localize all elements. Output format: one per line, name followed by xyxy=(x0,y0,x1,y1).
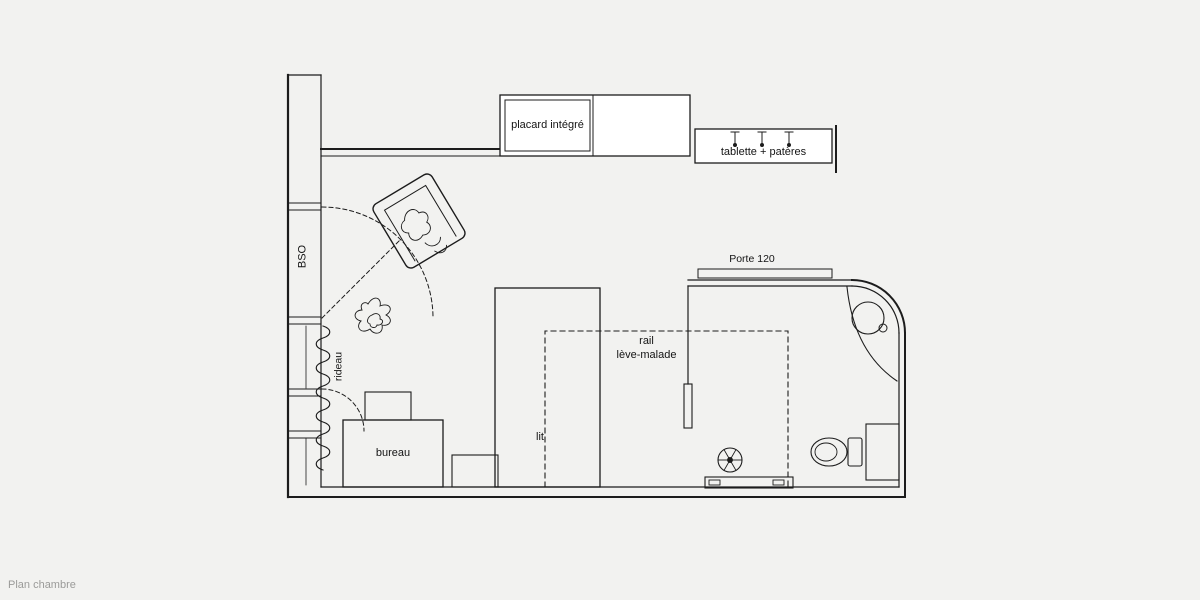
pocket-door-panel xyxy=(683,383,693,429)
toilet xyxy=(810,423,900,481)
lift-rail-outline xyxy=(544,330,789,488)
plant-scribble xyxy=(354,297,391,334)
occupant-scribble xyxy=(400,209,431,241)
desk-chair xyxy=(364,391,412,421)
curtain-squiggle xyxy=(315,325,331,471)
sliding-door-leaf xyxy=(697,268,833,279)
bed-outline xyxy=(494,287,601,488)
plan-caption: Plan chambre xyxy=(8,579,76,591)
bottom-wall xyxy=(287,486,906,498)
shower-bench xyxy=(704,476,794,489)
cistern xyxy=(847,437,863,467)
shelf-hooks-box xyxy=(694,125,837,173)
floor-drain xyxy=(717,447,743,473)
bathroom-partition xyxy=(683,285,693,429)
closet-outline xyxy=(499,94,691,157)
top-wall xyxy=(320,148,501,157)
hook-icon xyxy=(730,131,794,147)
armchair xyxy=(372,173,466,269)
left-facade-wall xyxy=(286,73,322,499)
wall-shelf xyxy=(865,423,900,481)
window-swing xyxy=(321,388,365,432)
sink xyxy=(846,286,898,382)
right-wall xyxy=(850,278,907,498)
desk-outline xyxy=(342,391,499,488)
tap-icon xyxy=(878,323,888,333)
entry-door-swing xyxy=(321,206,434,319)
bathroom-door-wall xyxy=(687,268,853,287)
side-table xyxy=(451,454,499,488)
